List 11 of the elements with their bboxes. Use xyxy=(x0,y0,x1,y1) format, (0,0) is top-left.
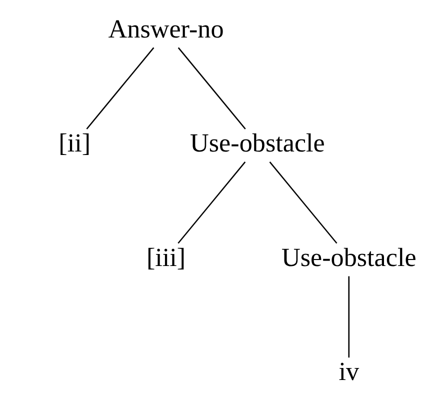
node-text: [iii] xyxy=(146,242,186,272)
connector xyxy=(177,47,246,130)
connector xyxy=(268,162,337,244)
connector xyxy=(86,47,154,130)
connector xyxy=(177,162,246,244)
node-text: Answer-no xyxy=(108,14,224,44)
connector xyxy=(348,276,350,358)
node-text: Use-obstacle xyxy=(190,128,324,158)
node-text: iv xyxy=(338,357,359,386)
node-text: [ii] xyxy=(58,128,90,158)
node-text: Use-obstacle xyxy=(280,242,416,272)
